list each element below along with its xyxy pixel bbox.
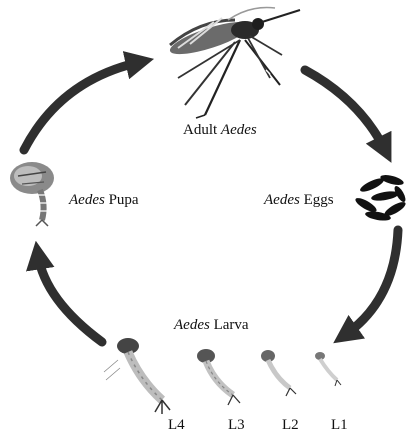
larva-l4-illustration: [104, 338, 170, 414]
eggs-illustration: [354, 173, 408, 222]
arrow-pupa-to-adult: [24, 62, 140, 150]
arrow-eggs-to-larva: [345, 230, 398, 335]
larva-l1-illustration: [315, 352, 341, 386]
pupa-stage-label: Aedes Pupa: [69, 193, 139, 208]
larva-l2-illustration: [261, 350, 296, 396]
adult-stage-label: Adult Aedes: [183, 123, 257, 138]
larva-stage-label: Aedes Larva: [174, 318, 249, 333]
eggs-stage-label: Aedes Eggs: [264, 193, 334, 208]
instar-label-l3: L3: [228, 418, 245, 433]
instar-label-l4: L4: [168, 418, 185, 433]
arrow-larva-to-pupa: [38, 255, 102, 342]
pupa-illustration: [10, 162, 54, 226]
larva-l3-illustration: [197, 349, 240, 405]
instar-label-l1: L1: [331, 418, 348, 433]
instar-label-l2: L2: [282, 418, 299, 433]
arrow-adult-to-eggs: [305, 70, 385, 150]
adult-mosquito-illustration: [167, 8, 300, 119]
